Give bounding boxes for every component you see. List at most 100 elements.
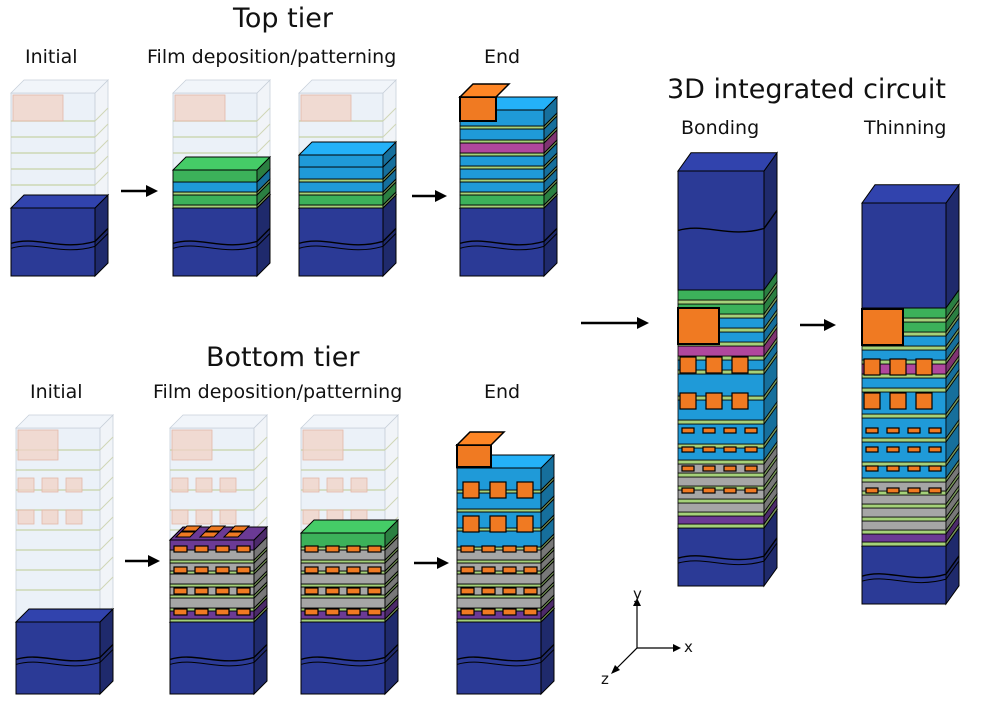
orange-pad [481,545,496,553]
orange-pad [173,608,188,616]
axis-x-label: x [684,638,693,656]
orange-pad [173,566,188,574]
arrow-to-ic [581,317,649,329]
substrate-break-line [298,233,397,251]
orange-pad [744,487,758,494]
arrow-bonding-to-thinning [800,319,836,331]
orange-pad [915,392,933,410]
layer [300,596,399,621]
orange-pad [173,545,188,553]
orange-pad [502,587,517,595]
orange-pad [481,566,496,574]
bottom-end-stack [455,453,556,624]
bottom-end-label: End [484,381,521,403]
bottom-film1-ghost [169,414,268,546]
orange-pad [865,487,879,494]
top-end-orange-block [459,96,497,122]
substrate-break-line [169,643,268,662]
arrows [121,185,836,569]
orange-pad [744,465,758,472]
substrate-break-line [861,560,960,583]
orange-pad [705,392,723,410]
substrate-break-line [10,227,109,246]
thinning-label: Thinning [864,117,947,139]
orange-pad [723,487,737,494]
bottom-initial-ghost [15,414,114,621]
bonding-orange-block [677,307,720,345]
substrate-block [14,607,115,696]
bonding-label: Bonding [681,117,760,139]
layer [298,152,397,181]
orange-pad [460,566,475,574]
ic-title: 3D integrated circuit [667,74,946,105]
layer [297,140,398,169]
top-substrate [677,151,778,292]
substrate-break-line [677,537,778,561]
orange-pad [367,587,382,595]
substrate-break-line [300,649,399,667]
orange-pad [215,587,230,595]
patterned-pad [222,531,245,538]
thinned-substrate [861,183,960,310]
orange-pad [481,587,496,595]
orange-pad [346,587,361,595]
substrate-break-line [459,233,558,251]
orange-pad [236,608,251,616]
orange-pad [702,487,716,494]
orange-pad [928,487,942,494]
orange-pad [325,608,340,616]
substrate-break-line [10,233,109,251]
orange-pad [907,427,921,434]
orange-pad [516,515,534,533]
top-film2-stack [297,140,398,210]
substrate-break-line [300,643,399,662]
orange-pad [886,427,900,434]
bottom-tier-title: Bottom tier [206,342,360,373]
orange-pad [928,465,942,472]
patterned-pad [204,525,227,532]
orange-pad [502,566,517,574]
patterned-pad [198,531,221,538]
orange-pad [460,587,475,595]
orange-pad [346,545,361,553]
bottom-initial-label: Initial [30,381,83,403]
arrow-bottom-2 [414,557,449,569]
orange-pad [325,587,340,595]
top-film1-stack [171,155,272,210]
orange-pad [236,545,251,553]
x-axis-head [673,644,681,652]
orange-pad [367,566,382,574]
orange-pad [681,446,695,453]
orange-pad [194,587,209,595]
orange-pad [462,515,480,533]
bottom-end-orange-block [456,444,492,468]
top-tier-title: Top tier [233,3,333,34]
orange-pad [915,358,933,376]
orange-pad [886,487,900,494]
substrate [14,607,115,696]
orange-pad [928,427,942,434]
axis-z-label: z [601,670,609,688]
orange-pad [679,392,697,410]
top-end-label: End [484,46,521,68]
bottom-film-label: Film deposition/patterning [153,381,403,403]
orange-pad [325,566,340,574]
orange-pad [681,487,695,494]
ic-layer [861,422,960,464]
orange-pad [702,446,716,453]
bottom-film2-stack [299,518,400,624]
orange-pad [731,356,749,374]
substrate-break-line [861,555,960,579]
orange-pad [346,566,361,574]
y-axis-head [633,598,641,606]
arrow-top-1 [121,185,158,197]
orange-pad [907,487,921,494]
orange-pad [346,608,361,616]
z-axis-head [611,665,620,674]
orange-pad [523,587,538,595]
ic-layer [861,418,960,444]
bottom-end-orange-top [455,431,506,446]
layer [456,580,555,600]
orange-pad [215,608,230,616]
